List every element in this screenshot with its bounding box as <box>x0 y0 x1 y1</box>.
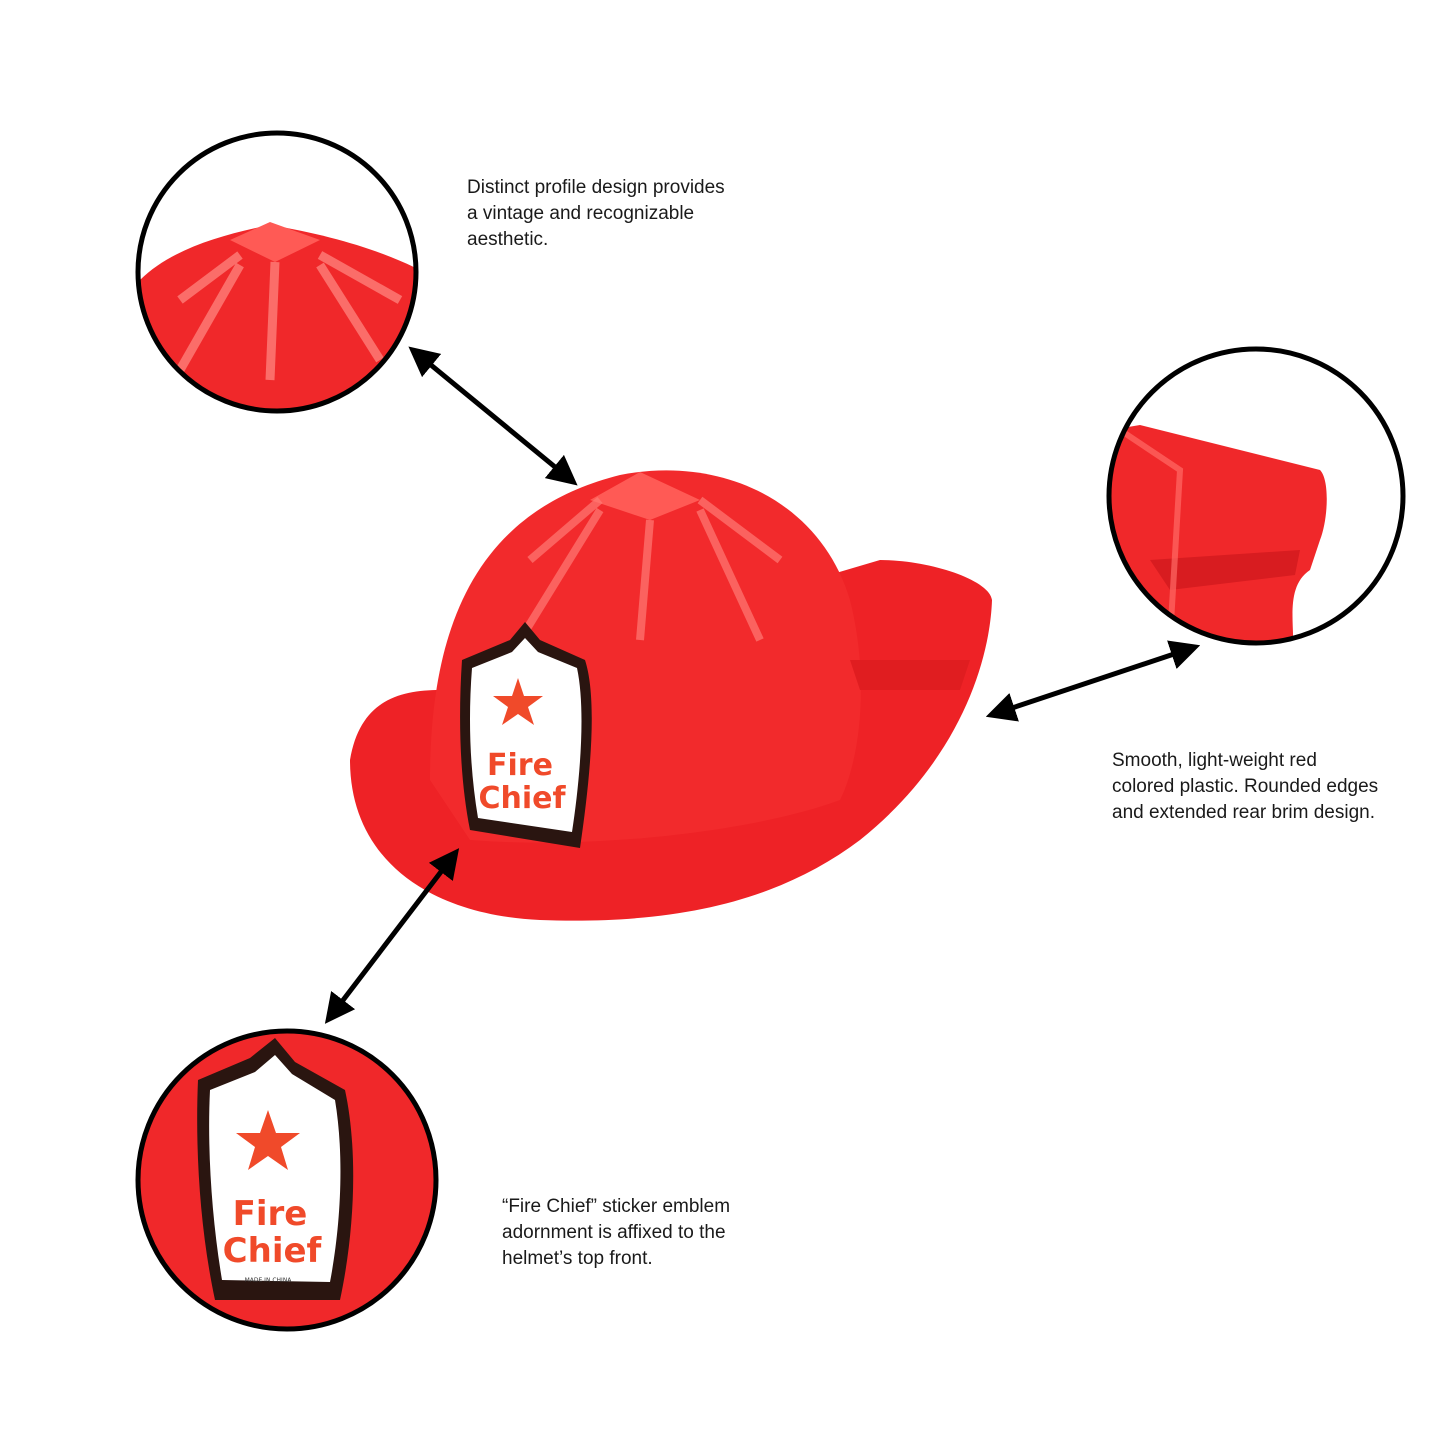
detail-circle-top <box>135 130 419 414</box>
callout-line: and extended rear brim design. <box>1112 802 1375 823</box>
star-icon <box>493 678 543 725</box>
sticker-text-fire: Fire <box>233 1194 308 1234</box>
callout-bottom: “Fire Chief” sticker emblem adornment is… <box>502 1194 730 1272</box>
callout-line: Smooth, light-weight red <box>1112 750 1317 771</box>
callout-line: adornment is affixed to the <box>502 1222 726 1243</box>
fire-helmet-image: Fire Chief <box>350 470 992 921</box>
callout-line: a vintage and recognizable <box>467 203 695 224</box>
sticker-text-fire: Fire <box>487 748 553 783</box>
fire-chief-sticker: Fire Chief <box>460 622 592 848</box>
callout-top: Distinct profile design provides a vinta… <box>467 175 725 253</box>
callout-line: helmet’s top front. <box>502 1248 653 1269</box>
sticker-text-chief: Chief <box>223 1231 323 1271</box>
star-icon <box>236 1110 300 1170</box>
detail-circle-right <box>1106 346 1406 646</box>
sticker-made-in: MADE IN CHINA <box>245 1277 293 1284</box>
callout-line: “Fire Chief” sticker emblem <box>502 1196 731 1217</box>
callout-line: aesthetic. <box>467 229 549 250</box>
callout-right: Smooth, light-weight red colored plastic… <box>1112 748 1378 826</box>
callout-line: colored plastic. Rounded edges <box>1112 776 1379 797</box>
arrow-top <box>408 346 578 486</box>
arrow-bottom <box>324 848 460 1024</box>
detail-circle-bottom: Fire Chief MADE IN CHINA <box>135 1028 439 1332</box>
sticker-text-chief: Chief <box>478 781 566 816</box>
arrow-right <box>985 640 1201 722</box>
callout-line: Distinct profile design provides <box>467 177 725 198</box>
